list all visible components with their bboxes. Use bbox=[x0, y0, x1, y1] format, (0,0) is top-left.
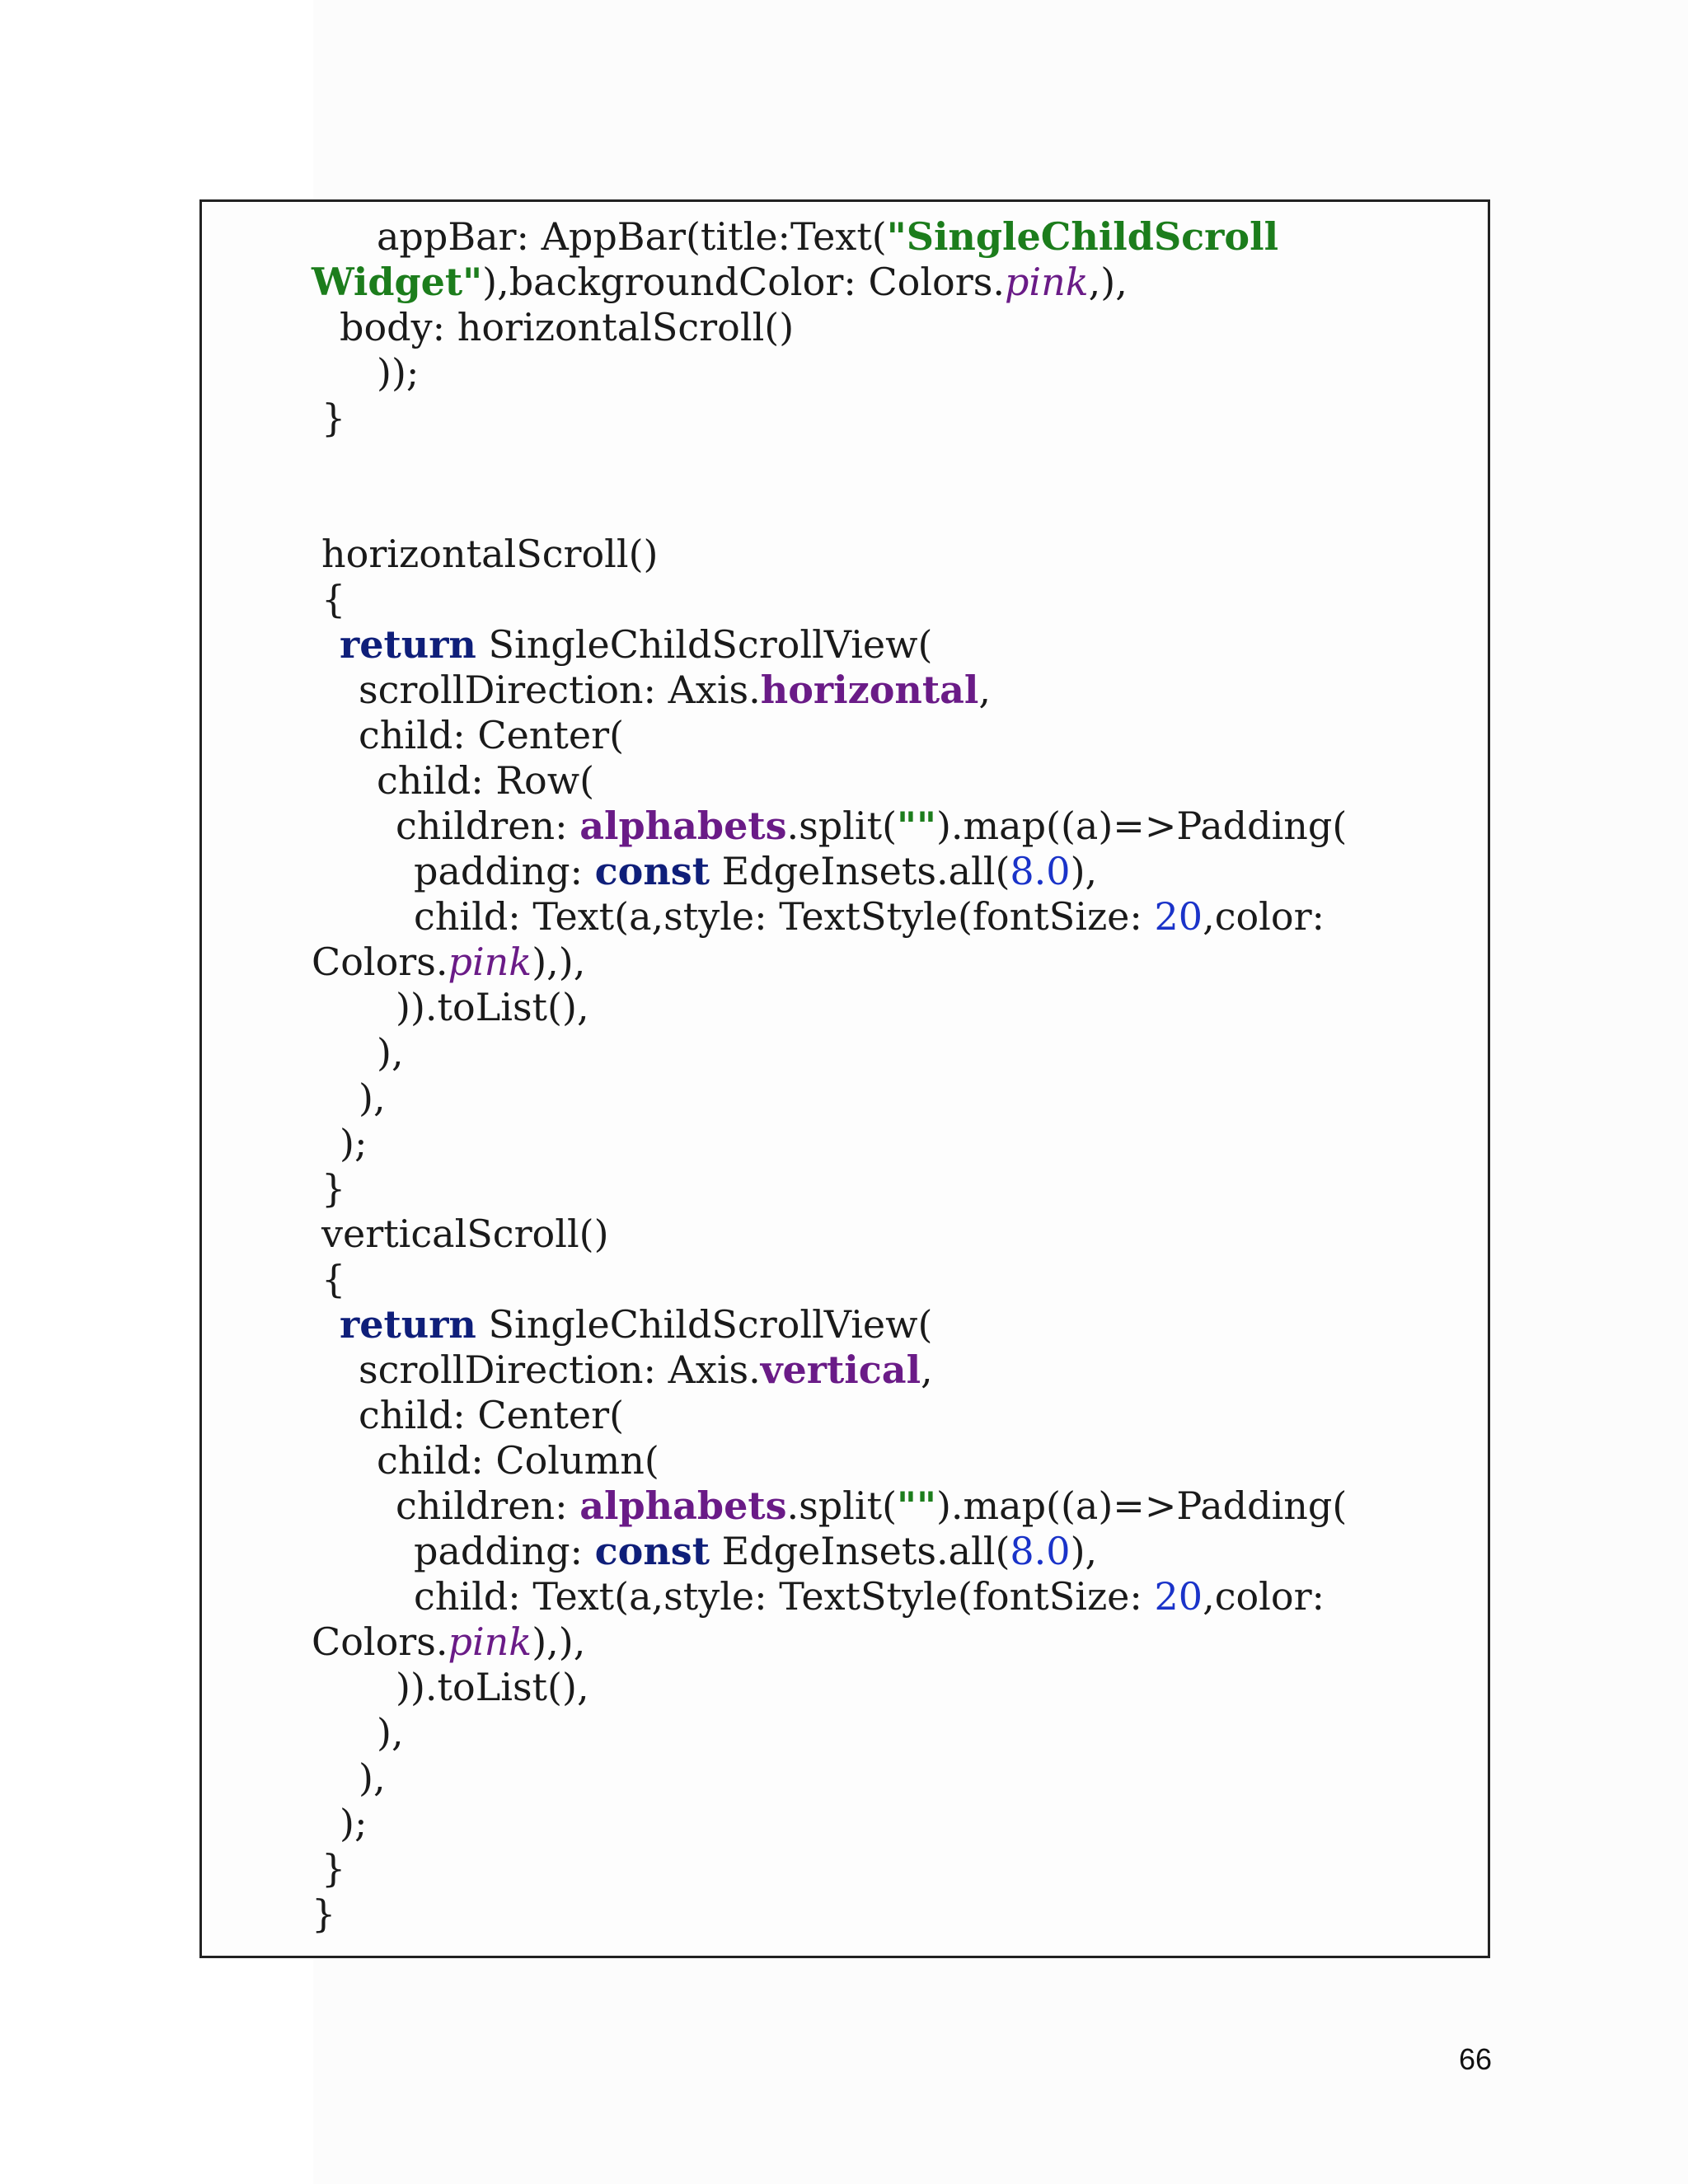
code-line: } bbox=[321, 396, 346, 440]
code-line: ); bbox=[340, 1801, 368, 1845]
code-line: Widget"),backgroundColor: Colors.pink,), bbox=[312, 260, 1128, 304]
code-line: ), bbox=[359, 1076, 386, 1120]
code-line: { bbox=[321, 1257, 346, 1301]
code-line: children: alphabets.split("").map((a)=>P… bbox=[396, 1483, 1348, 1528]
code-line: ); bbox=[340, 1121, 368, 1165]
code-line: horizontalScroll() bbox=[321, 532, 659, 576]
code-listing-box bbox=[199, 199, 1490, 1958]
code-line: } bbox=[321, 1846, 346, 1891]
code-line: children: alphabets.split("").map((a)=>P… bbox=[396, 804, 1348, 848]
code-line: ), bbox=[359, 1755, 386, 1800]
code-line: child: Center( bbox=[359, 1393, 625, 1437]
code-line: child: Text(a,style: TextStyle(fontSize:… bbox=[414, 894, 1325, 939]
code-line: child: Column( bbox=[377, 1438, 659, 1483]
code-line: child: Center( bbox=[359, 713, 625, 757]
code-line: )).toList(), bbox=[396, 1665, 589, 1709]
code-line: ), bbox=[377, 1710, 404, 1755]
code-line: return SingleChildScrollView( bbox=[340, 1302, 933, 1347]
code-line: verticalScroll() bbox=[321, 1212, 609, 1256]
code-line: scrollDirection: Axis.vertical, bbox=[359, 1347, 933, 1392]
page-number: 66 bbox=[1458, 2042, 1492, 2076]
code-line: Colors.pink),), bbox=[312, 1619, 586, 1664]
code-line: } bbox=[312, 1891, 336, 1936]
code-line: ), bbox=[377, 1030, 404, 1075]
code-line: } bbox=[321, 1166, 346, 1211]
code-line: return SingleChildScrollView( bbox=[340, 622, 933, 667]
code-line: child: Text(a,style: TextStyle(fontSize:… bbox=[414, 1574, 1325, 1619]
code-line: )); bbox=[377, 350, 420, 395]
code-line: appBar: AppBar(title:Text("SingleChildSc… bbox=[377, 214, 1279, 259]
code-line: )).toList(), bbox=[396, 985, 589, 1029]
code-line: padding: const EdgeInsets.all(8.0), bbox=[414, 849, 1098, 893]
code-line: scrollDirection: Axis.horizontal, bbox=[359, 668, 992, 712]
code-line: { bbox=[321, 577, 346, 621]
code-line: body: horizontalScroll() bbox=[340, 305, 795, 349]
code-line: padding: const EdgeInsets.all(8.0), bbox=[414, 1529, 1098, 1573]
code-line: child: Row( bbox=[377, 758, 595, 803]
code-line: Colors.pink),), bbox=[312, 940, 586, 984]
